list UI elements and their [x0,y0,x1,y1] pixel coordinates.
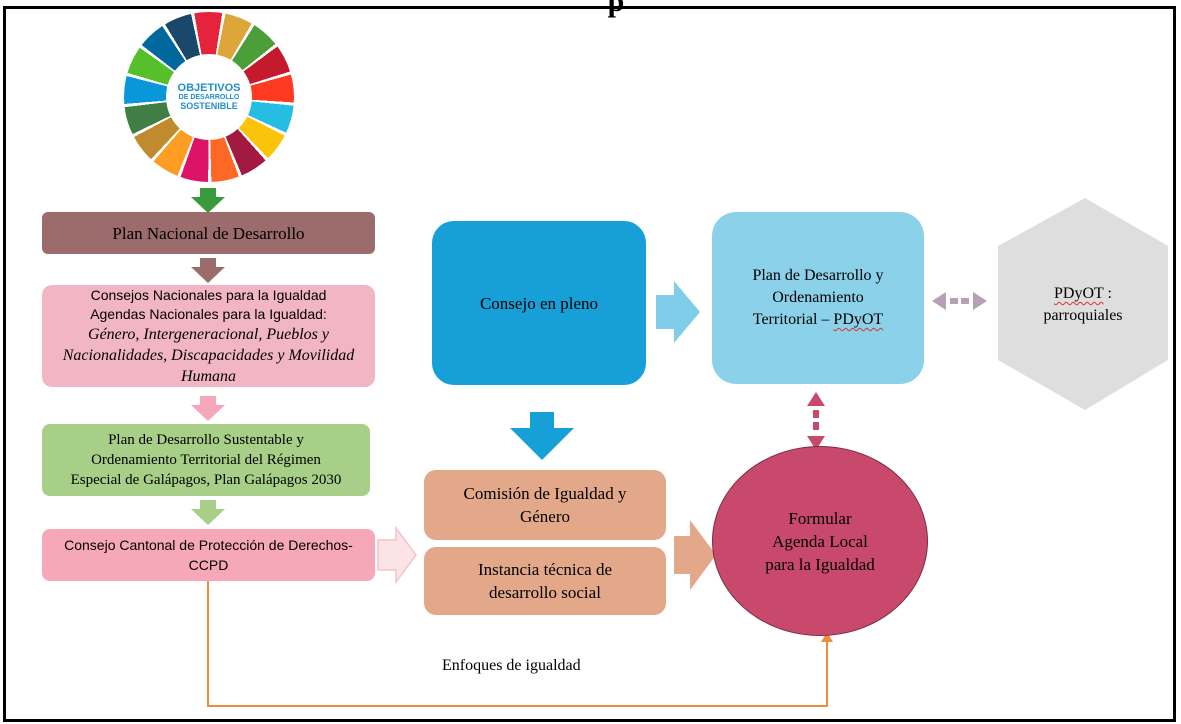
comision-line1: Comisión de Igualdad y [463,484,627,503]
parroquiales-hexagon [998,198,1168,410]
sdg-logo-line1: OBJETIVOS [177,81,241,94]
sdg-logo-line3: SOSTENIBLE [180,100,238,111]
consejo-en-pleno-label: Consejo en pleno [479,293,599,313]
agenda-line1: Formular [788,508,852,528]
consejos-line4: Nacionalidades, Discapacidades y Movilid… [62,346,355,364]
pdyot-line2: Ordenamiento [772,289,864,306]
enfoques-label: Enfoques de igualdad [442,657,581,674]
parroquiales-label-box: PDyOT : parroquiales [1000,260,1166,350]
dashed-double-arrow-horizontal-icon [932,292,987,310]
sdg-logo: OBJETIVOS DE DESARROLLO SOSTENIBLE [124,12,294,182]
arrow-green-down-icon [191,188,225,213]
parroquiales-colon: : [1103,285,1112,302]
plan-galapagos-line2: Ordenamiento Territorial del Régimen [91,452,321,468]
comision-igualdad-box: Comisión de Igualdad y Género [424,470,666,540]
dashed-double-arrow-vertical-icon [807,392,825,450]
orange-connector-arrowhead-icon [821,632,833,642]
consejo-en-pleno-box: Consejo en pleno [432,221,646,385]
agenda-local-circle: Formular Agenda Local para la Igualdad [712,446,928,636]
pdyot-line3: Territorial – PDyOT [753,309,883,331]
arrow-brown-down-icon [191,258,225,283]
parroquiales-line2: parroquiales [1043,307,1123,324]
consejos-line5: Humana [180,367,237,385]
diagram-frame: p [3,0,1176,722]
agenda-line3: para la Igualdad [765,554,875,574]
sdg-logo-center: OBJETIVOS DE DESARROLLO SOSTENIBLE [166,54,252,140]
pdyot-box: Plan de Desarrollo y Ordenamiento Territ… [712,212,924,384]
pdyot-line3-prefix: Territorial – [752,311,834,328]
arrow-blue-down-icon [510,412,574,460]
arrow-blue-right-icon [656,281,700,343]
consejos-line2: Agendas Nacionales para la Igualdad: [90,305,327,322]
arrow-salmon-right-icon [674,520,716,590]
consejos-line3: Género, Intergeneracional, Pueblos y [88,325,329,343]
parroquiales-acronym: PDyOT [1054,285,1104,302]
plan-nacional-box: Plan Nacional de Desarrollo [42,212,375,254]
instancia-line2: desarrollo social [489,583,601,602]
consejos-line1: Consejos Nacionales para la Igualdad [90,286,327,303]
arrow-lightgreen-down-icon [191,500,225,525]
parroquiales-line1: PDyOT : [1054,283,1112,305]
plan-nacional-label: Plan Nacional de Desarrollo [112,223,305,243]
pdyot-acronym: PDyOT [833,311,884,328]
ccpd-line1: Consejo Cantonal de Protección de Derech… [64,537,353,553]
pdyot-line1: Plan de Desarrollo y [752,267,884,284]
orange-connector-line [207,580,828,707]
instancia-line1: Instancia técnica de [477,560,613,579]
instancia-tecnica-box: Instancia técnica de desarrollo social [424,547,666,615]
sdg-logo-line2: DE DESARROLLO [178,94,240,102]
consejos-nacionales-box: Consejos Nacionales para la Igualdad Age… [42,285,375,387]
plan-galapagos-line1: Plan de Desarrollo Sustentable y [108,432,304,448]
ccpd-box: Consejo Cantonal de Protección de Derech… [42,529,375,581]
comision-line2: Género [519,507,571,526]
arrow-pink-down-icon [191,396,225,421]
ccpd-line2: CCPD [188,557,229,573]
arrow-ccpd-right-icon [377,525,417,585]
agenda-line2: Agenda Local [772,531,868,551]
plan-galapagos-box: Plan de Desarrollo Sustentable y Ordenam… [42,424,370,496]
page-title-fragment: p [607,0,625,18]
plan-galapagos-line3: Especial de Galápagos, Plan Galápagos 20… [70,472,342,488]
